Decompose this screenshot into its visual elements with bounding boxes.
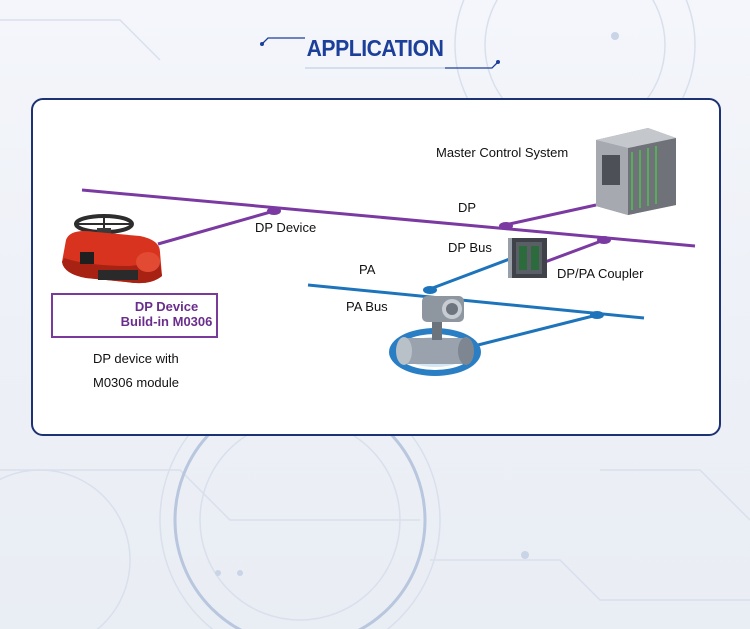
caption-line-2: M0306 module — [93, 375, 179, 390]
coupler-tap — [597, 236, 611, 244]
module-callout-text: DP Device Build-in M0306 — [119, 299, 214, 329]
master-tap — [499, 222, 513, 230]
pa-meter-tap — [590, 311, 604, 319]
header: APPLICATION — [0, 0, 750, 100]
title-decoration — [260, 37, 500, 69]
dp-device-label: DP Device — [255, 220, 317, 235]
dp-bus-line — [81, 188, 696, 248]
master-control-system-icon — [596, 128, 676, 215]
electric-actuator-icon — [62, 214, 162, 284]
pa-bus-line — [307, 283, 645, 320]
module-line-2: Build-in M0306 — [120, 314, 213, 329]
pa-label: PA — [359, 262, 376, 277]
module-line-1: DP Device — [134, 299, 199, 314]
coupler-branch — [544, 238, 605, 264]
dp-device-tap — [267, 207, 281, 215]
page-title: APPLICATION — [306, 35, 444, 61]
dp-pa-coupler-label: DP/PA Coupler — [557, 266, 644, 281]
module-callout: DP Device Build-in M0306 — [51, 293, 218, 338]
flow-meter-icon — [389, 296, 481, 376]
master-control-system-label: Master Control System — [436, 145, 569, 160]
pa-meter-branch — [477, 313, 598, 347]
dp-bus-label: DP Bus — [448, 240, 492, 255]
pa-coupler-branch — [429, 255, 516, 291]
caption-line-1: DP device with — [93, 351, 179, 366]
dp-label: DP — [458, 200, 477, 215]
pa-bus-label: PA Bus — [346, 299, 388, 314]
master-branch — [504, 203, 597, 227]
dp-pa-coupler-icon — [508, 238, 547, 278]
pa-coupler-tap — [423, 286, 437, 294]
dp-device-branch — [157, 209, 275, 246]
